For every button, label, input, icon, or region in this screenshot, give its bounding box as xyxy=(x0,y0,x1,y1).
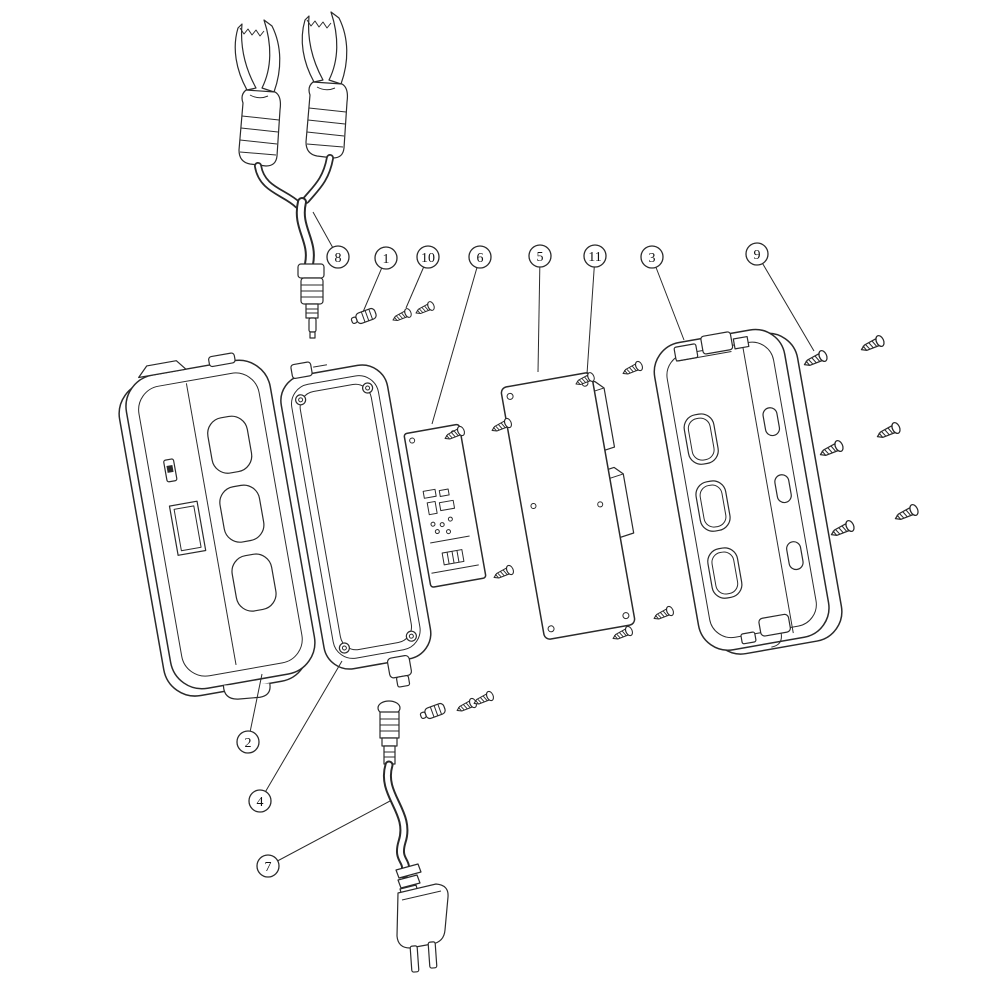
callout-number: 10 xyxy=(421,251,435,266)
callout-number: 1 xyxy=(383,252,390,267)
part-small-pcb xyxy=(403,423,487,588)
part-sealing-frame xyxy=(280,361,432,688)
callout-number: 6 xyxy=(477,251,484,266)
leader-line xyxy=(259,660,343,802)
callout-7: 7 xyxy=(256,800,391,878)
callout-number: 9 xyxy=(754,248,761,263)
callouts-layer: 8 1 10 6 5 11 3 9 2 4 7 xyxy=(236,211,815,878)
callout-3: 3 xyxy=(640,245,685,341)
screw xyxy=(413,300,437,318)
callout-circle xyxy=(416,245,440,269)
callout-8: 8 xyxy=(312,211,350,269)
screw xyxy=(858,333,887,356)
leader-line xyxy=(586,255,596,375)
part-main-board-panel xyxy=(500,372,636,640)
callout-9: 9 xyxy=(745,242,815,352)
callout-circle xyxy=(640,245,664,269)
screw xyxy=(390,307,414,325)
callout-10: 10 xyxy=(405,245,440,309)
callout-circle xyxy=(583,244,607,268)
callout-number: 11 xyxy=(588,250,601,265)
leader-line xyxy=(651,256,685,341)
screw xyxy=(828,518,857,541)
callout-circle xyxy=(528,244,552,268)
callout-2: 2 xyxy=(236,673,263,754)
callout-circle xyxy=(374,246,398,270)
callout-11: 11 xyxy=(583,244,607,375)
callout-6: 6 xyxy=(431,245,492,425)
callout-circle xyxy=(468,245,492,269)
part-ac-power-cord xyxy=(377,700,449,973)
screw xyxy=(454,696,479,716)
screw xyxy=(801,348,830,371)
leader-line xyxy=(537,255,541,373)
leader-line xyxy=(267,800,391,867)
callout-number: 7 xyxy=(265,860,272,875)
callout-circle xyxy=(248,789,272,813)
screw xyxy=(892,502,921,525)
barrel-connector xyxy=(418,701,447,722)
leader-line xyxy=(431,256,481,425)
callout-circle xyxy=(236,730,260,754)
callout-number: 5 xyxy=(537,250,544,265)
part-battery-clamp-cable xyxy=(234,11,349,339)
screw xyxy=(491,563,516,583)
callout-5: 5 xyxy=(528,244,552,373)
part-rear-case-half xyxy=(118,352,316,700)
callout-number: 4 xyxy=(257,795,264,810)
callout-number: 8 xyxy=(335,251,342,266)
leader-line xyxy=(756,253,815,352)
screw xyxy=(620,359,645,379)
screw xyxy=(651,604,676,624)
callout-1: 1 xyxy=(362,246,398,313)
callout-circle xyxy=(745,242,769,266)
callout-circle xyxy=(256,854,280,878)
callout-number: 2 xyxy=(245,736,252,751)
screw xyxy=(817,438,846,461)
callout-circle xyxy=(326,245,350,269)
screw xyxy=(874,420,903,443)
callout-number: 3 xyxy=(649,251,656,266)
callout-4: 4 xyxy=(248,660,343,813)
part-front-case-half xyxy=(653,328,843,655)
